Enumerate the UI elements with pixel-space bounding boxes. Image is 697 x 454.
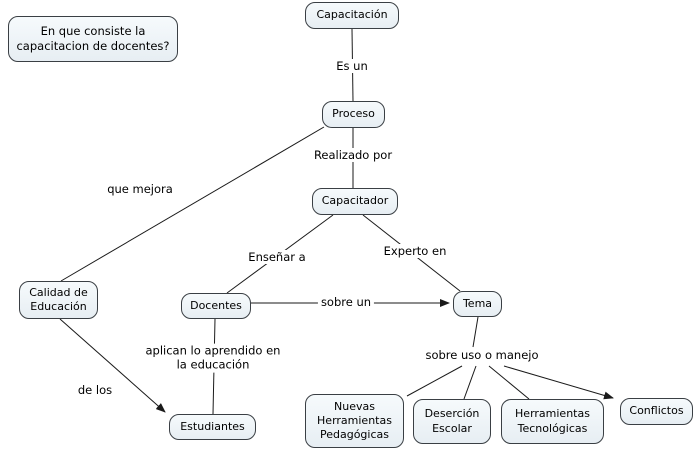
line-calidad-estudiantes-arrow xyxy=(59,318,166,413)
link-label-de-los[interactable]: de los xyxy=(74,383,116,397)
link-label-que-mejora[interactable]: que mejora xyxy=(104,182,176,196)
link-label-ensenar-a[interactable]: Enseñar a xyxy=(245,250,309,264)
concept-estudiantes[interactable]: Estudiantes xyxy=(169,414,256,440)
concept-proceso[interactable]: Proceso xyxy=(322,101,385,128)
link-label-realizado-por[interactable]: Realizado por xyxy=(310,148,396,162)
link-label-experto-en[interactable]: Experto en xyxy=(380,244,450,258)
line-sobreuso-herramientas xyxy=(488,365,530,400)
concept-calidad-educacion[interactable]: Calidad de Educación xyxy=(19,281,98,319)
concept-nuevas-herramientas-pedagogicas[interactable]: Nuevas Herramientas Pedagógicas xyxy=(305,394,404,448)
concept-tema[interactable]: Tema xyxy=(453,291,502,317)
line-sobreuso-desercion xyxy=(463,365,477,400)
concept-conflictos[interactable]: Conflictos xyxy=(620,398,693,425)
question-box[interactable]: En que consiste la capacitacion de docen… xyxy=(8,16,178,62)
link-label-aplican-lo-aprendido[interactable]: aplican lo aprendido en la educación xyxy=(140,343,286,373)
line-sobreuso-conflictos-arrow xyxy=(503,365,614,400)
line-sobreuso-nuevas xyxy=(406,365,463,397)
line-tema-sobreuso xyxy=(472,316,479,348)
link-label-sobre-uso-o-manejo[interactable]: sobre uso o manejo xyxy=(422,348,542,362)
concept-capacitador[interactable]: Capacitador xyxy=(312,188,398,215)
link-label-es-un[interactable]: Es un xyxy=(333,59,371,73)
concept-docentes[interactable]: Docentes xyxy=(181,293,251,319)
line-proceso-calidad xyxy=(60,126,325,282)
concept-herramientas-tecnologicas[interactable]: Herramientas Tecnológicas xyxy=(501,399,604,444)
concept-capacitacion[interactable]: Capacitación xyxy=(305,2,399,29)
link-label-sobre-un[interactable]: sobre un xyxy=(317,295,375,309)
concept-desercion-escolar[interactable]: Deserción Escolar xyxy=(413,399,491,444)
